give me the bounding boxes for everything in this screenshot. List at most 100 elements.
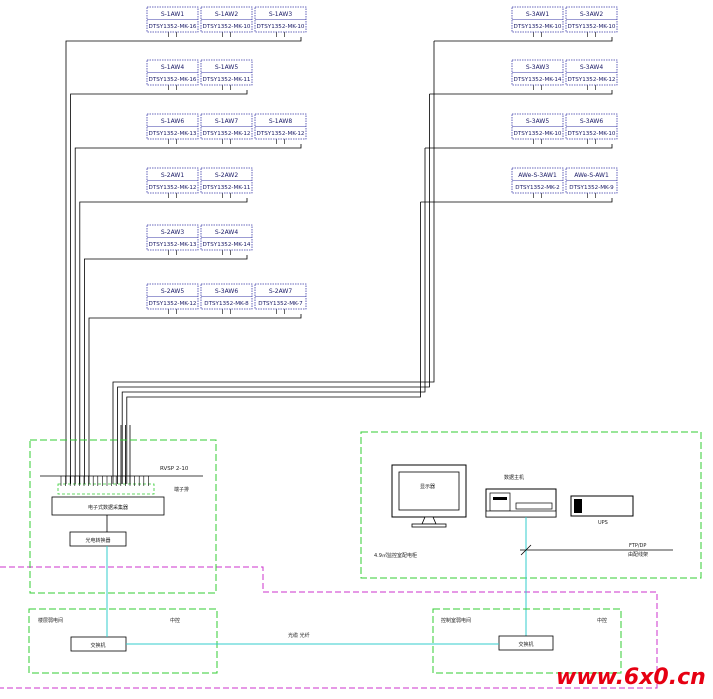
monitor-label: 显示器	[420, 484, 435, 490]
meter-title: S-3AW3	[526, 64, 550, 71]
meter-title: S-1AW1	[161, 11, 185, 18]
bus-wire	[425, 144, 613, 149]
collector-box	[51, 496, 165, 516]
terminal-label: 端子排	[174, 486, 189, 493]
meter-model: DTSY1352-MK-14	[203, 242, 251, 248]
meter-model: DTSY1352-MK-10	[514, 131, 562, 137]
meter-title: S-1AW7	[215, 118, 239, 125]
ftp-cable-sub: 由配线架	[628, 551, 648, 558]
floor-weak-room-frame	[28, 608, 218, 674]
meter-title: S-3AW4	[580, 64, 604, 71]
meter-model: DTSY1352-MK-2	[515, 185, 559, 191]
bus-wire	[70, 90, 248, 484]
meter-title: AWe-S-AW1	[574, 172, 609, 179]
meter-boxes: S-1AW1DTSY1352-MK-16S-1AW2DTSY1352-MK-10…	[146, 6, 618, 310]
host-computer-icon	[485, 488, 557, 518]
meter-model: DTSY1352-MK-8	[204, 301, 249, 307]
meter-model: DTSY1352-MK-13	[149, 242, 197, 248]
meter-title: S-1AW3	[269, 11, 293, 18]
converter-box	[69, 531, 127, 547]
meter-model: DTSY1352-MK-12	[203, 131, 251, 137]
terminal-ticks	[60, 476, 149, 486]
right-switch-box	[498, 635, 554, 651]
meter-title: S-2AW5	[161, 288, 185, 295]
meter-title: S-1AW4	[161, 64, 185, 71]
host-label: 数据主机	[504, 474, 524, 481]
bus-wire	[79, 198, 248, 484]
bus-wire	[429, 90, 613, 95]
floor-weak-room-label: 楼层弱电间	[38, 617, 63, 624]
right-switch-label: 交换机	[518, 641, 533, 648]
bus-wire	[434, 37, 613, 42]
ups-icon	[570, 495, 634, 517]
meter-title: S-3AW5	[526, 118, 550, 125]
bus-wire	[112, 41, 435, 484]
magenta-boundary-line	[0, 566, 658, 689]
meter-title: S-1AW8	[269, 118, 293, 125]
meter-model: DTSY1352-MK-10	[568, 24, 616, 30]
left-switch-label: 交换机	[90, 642, 105, 649]
converter-label: 光电转换器	[85, 537, 110, 544]
meter-model: DTSY1352-MK-10	[514, 24, 562, 30]
bus-wire	[88, 314, 302, 484]
meter-model: DTSY1352-MK-7	[258, 301, 303, 307]
bus-wire	[117, 94, 430, 484]
ftp-cable-label: FTP/DP	[629, 543, 646, 549]
bus-wire	[65, 37, 302, 484]
meter-title: AWe-S-3AW1	[518, 172, 557, 179]
control-weak-room-frame	[432, 608, 622, 674]
meter-title: S-3AW1	[526, 11, 550, 18]
meter-title: S-3AW6	[580, 118, 604, 125]
monitor-room-frame	[360, 431, 702, 579]
meter-model: DTSY1352-MK-9	[569, 185, 614, 191]
bus-wires	[65, 32, 613, 484]
meter-model: DTSY1352-MK-11	[203, 77, 251, 83]
room-label: 4.9㎡监控室配电柜	[374, 552, 417, 559]
bus-wire	[74, 144, 302, 484]
meter-title: S-2AW4	[215, 229, 239, 236]
meter-title: S-2AW1	[161, 172, 185, 179]
meter-model: DTSY1352-MK-12	[257, 131, 305, 137]
meter-title: S-2AW2	[215, 172, 239, 179]
meter-model: DTSY1352-MK-11	[203, 185, 251, 191]
meter-model: DTSY1352-MK-14	[514, 77, 562, 83]
meter-model: DTSY1352-MK-10	[257, 24, 305, 30]
meter-title: S-3AW2	[580, 11, 604, 18]
bus-wire	[420, 198, 613, 203]
host-downlink-tick	[520, 544, 532, 556]
control-weak-room-label: 控制室弱电间	[441, 617, 471, 624]
meter-title: S-3AW6	[215, 288, 239, 295]
meter-model: DTSY1352-MK-12	[149, 301, 197, 307]
meter-title: S-2AW3	[161, 229, 185, 236]
bus-label: RVSP 2-10	[160, 466, 189, 472]
left-panel-frame	[29, 439, 217, 594]
meter-title: S-1AW2	[215, 11, 239, 18]
bus-wire	[121, 148, 426, 484]
meter-title: S-1AW5	[215, 64, 239, 71]
monitor-icon	[391, 464, 467, 528]
meter-title: S-1AW6	[161, 118, 185, 125]
meter-model: DTSY1352-MK-10	[568, 131, 616, 137]
ups-label: UPS	[598, 520, 608, 526]
terminal-strip	[57, 483, 155, 495]
collector-label: 电子式数据采集器	[88, 504, 128, 511]
